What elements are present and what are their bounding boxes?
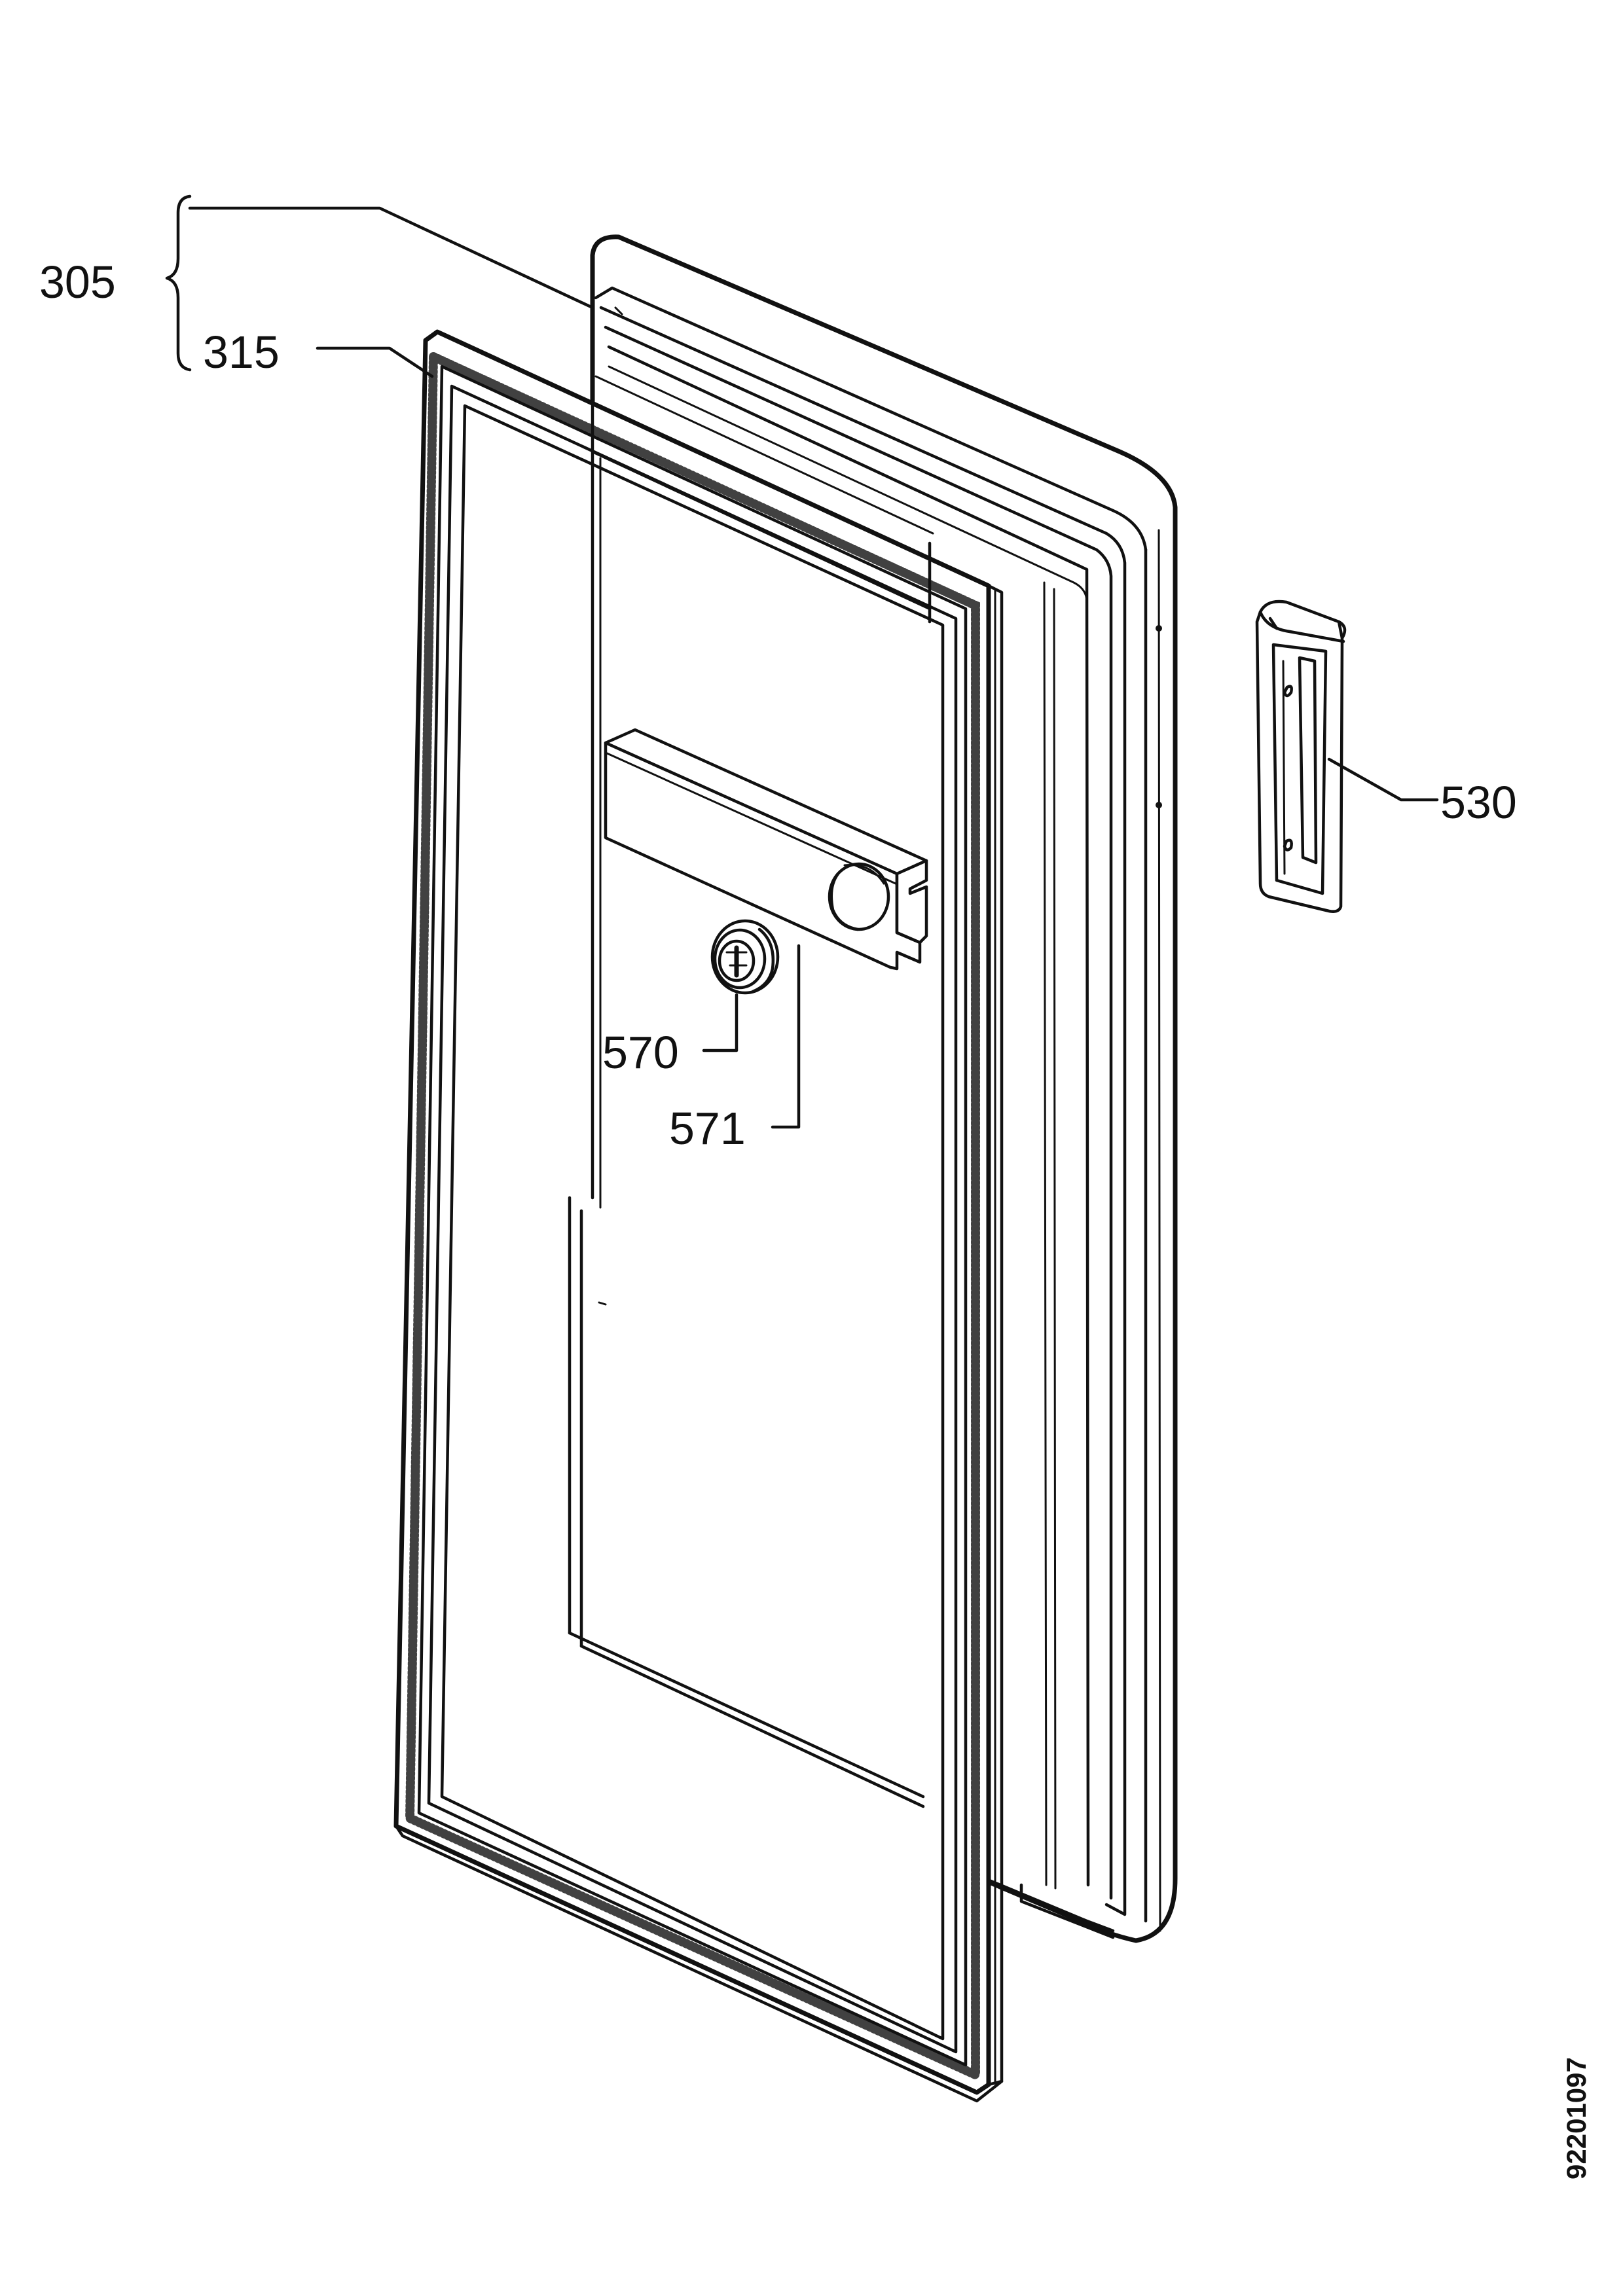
callout-305: 305: [39, 257, 116, 308]
thermostat-panel: [604, 728, 928, 971]
leader-lines: [165, 194, 1439, 1129]
callout-570: 570: [602, 1027, 679, 1078]
door-gasket: [393, 329, 1004, 2103]
callout-315: 315: [203, 327, 280, 378]
door-handle: [1255, 600, 1347, 913]
document-number: 92201097: [1561, 2057, 1592, 2179]
callout-530: 530: [1440, 777, 1517, 828]
thermostat-knob: [710, 919, 780, 995]
callout-labels: 305 315 530 570 571 92201097: [39, 257, 1592, 2179]
callout-571: 571: [669, 1103, 746, 1154]
